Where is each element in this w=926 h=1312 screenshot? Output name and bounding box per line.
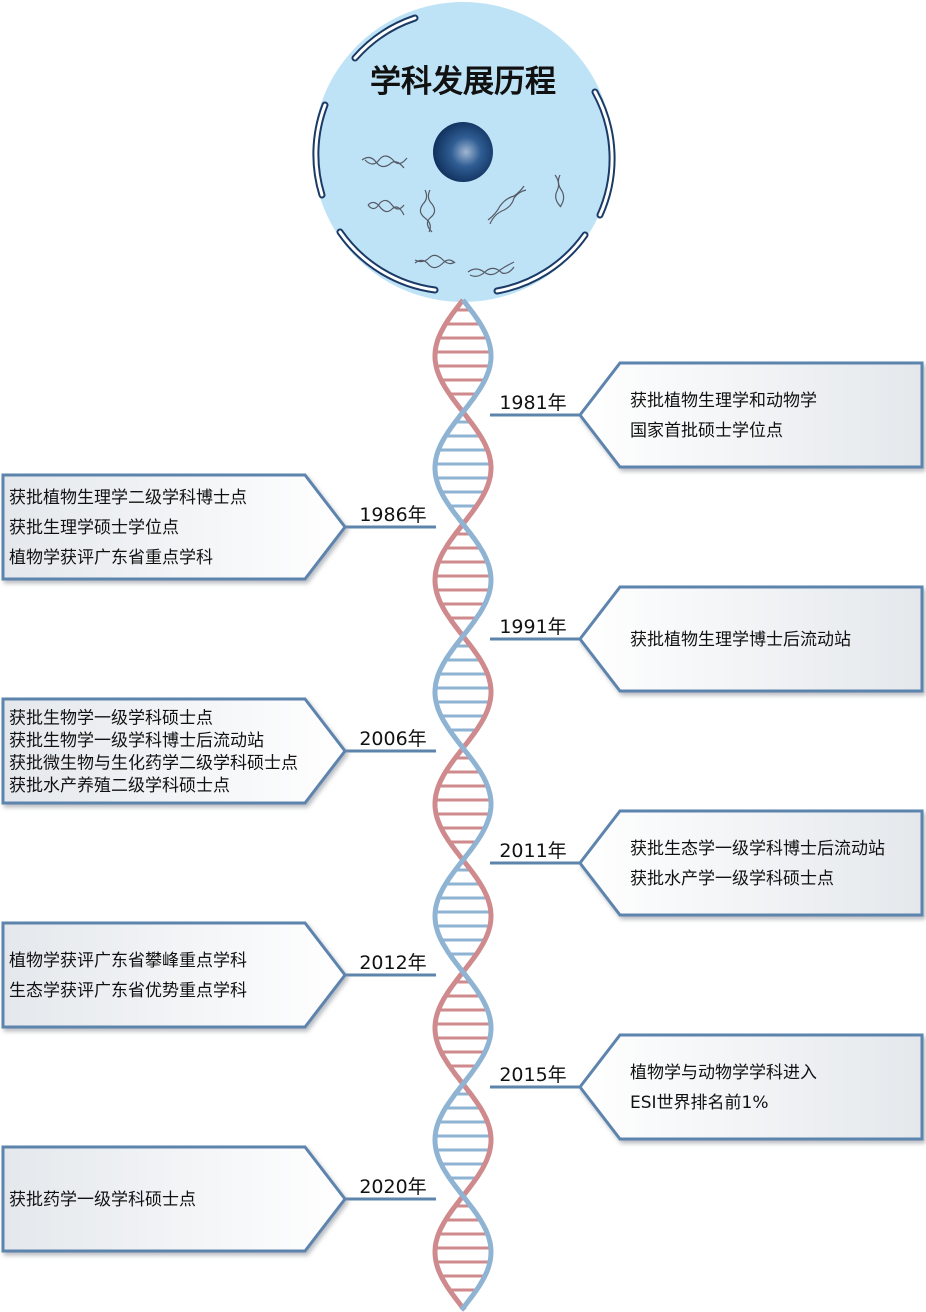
- milestone-callout-box: [1, 473, 347, 581]
- milestone-item-text: 国家首批硕士学位点: [630, 421, 783, 441]
- cell-illustration: 学科发展历程: [312, 2, 616, 302]
- milestone-item-text: 获批水产学一级学科硕士点: [630, 869, 834, 889]
- milestone-item-text: 获批植物生理学博士后流动站: [630, 630, 851, 650]
- milestone-item-text: 植物学获评广东省攀峰重点学科: [9, 951, 247, 971]
- dna-helix: [432, 298, 494, 1312]
- milestone-year: 2011年: [499, 840, 566, 862]
- milestone-year: 2015年: [499, 1064, 566, 1086]
- milestone-item-text: 获批生态学一级学科博士后流动站: [630, 839, 885, 859]
- milestone-year: 1991年: [499, 616, 566, 638]
- milestone-item-text: 获批微生物与生化药学二级学科硕士点: [9, 753, 298, 773]
- milestone-callout-box: [578, 585, 924, 693]
- milestone-2015: 2015年 植物学与动物学学科进入 ESI世界排名前1%: [490, 1033, 924, 1141]
- dna-strand-blue: [432, 298, 494, 1312]
- milestone-callout-box: [1, 1145, 347, 1253]
- milestone-callout-box: [1, 921, 347, 1029]
- milestone-callout-box: [578, 361, 924, 469]
- milestone-year: 2006年: [359, 728, 426, 750]
- milestone-item-text: 植物学与动物学学科进入: [630, 1063, 817, 1083]
- milestone-2006: 2006年 获批生物学一级学科硕士点获批生物学一级学科博士后流动站获批微生物与生化…: [1, 697, 436, 805]
- milestone-item-text: 获批药学一级学科硕士点: [9, 1190, 196, 1210]
- milestone-item-text: 获批水产养殖二级学科硕士点: [9, 776, 230, 796]
- milestone-year: 1986年: [359, 504, 426, 526]
- nucleus: [433, 122, 493, 182]
- milestone-item-text: 植物学获评广东省重点学科: [9, 548, 213, 568]
- page-title: 学科发展历程: [370, 64, 556, 100]
- milestone-callout-box: [578, 1033, 924, 1141]
- milestone-item-text: 生态学获评广东省优势重点学科: [9, 981, 247, 1001]
- milestone-year: 2012年: [359, 952, 426, 974]
- milestone-item-text: ESI世界排名前1%: [630, 1093, 769, 1113]
- chromosome-squiggles: [361, 155, 565, 277]
- dna-strand-red: [432, 298, 494, 1312]
- milestone-callout-box: [1, 697, 347, 805]
- milestone-year: 1981年: [499, 392, 566, 414]
- milestone-item-text: 获批生物学一级学科博士后流动站: [9, 731, 264, 751]
- milestone-item-text: 获批生物学一级学科硕士点: [9, 708, 213, 728]
- milestone-item-text: 获批植物生理学二级学科博士点: [9, 488, 247, 508]
- milestone-item-text: 获批植物生理学和动物学: [630, 391, 817, 411]
- milestone-year: 2020年: [359, 1176, 426, 1198]
- milestone-item-text: 获批生理学硕士学位点: [9, 518, 179, 538]
- milestone-1986: 1986年 获批植物生理学二级学科博士点获批生理学硕士学位点植物学获评广东省重点学…: [1, 473, 436, 581]
- milestone-callout-box: [578, 809, 924, 917]
